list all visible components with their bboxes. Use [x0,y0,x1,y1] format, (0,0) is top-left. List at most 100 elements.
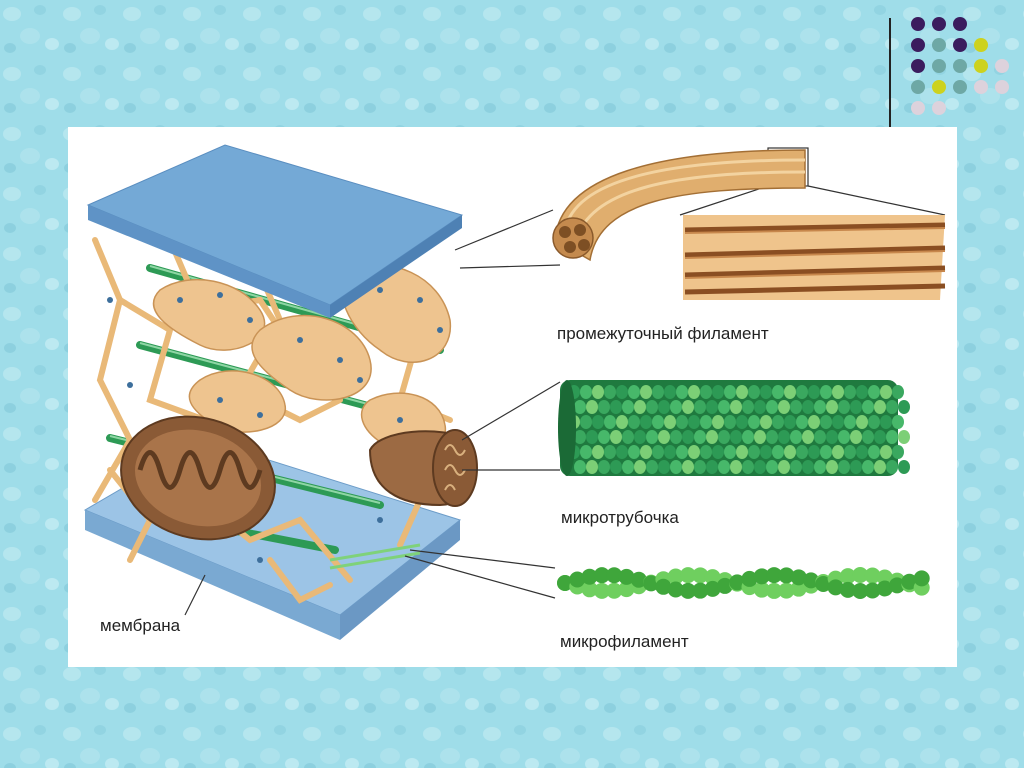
microtubule-subunit [580,415,592,429]
microtubule-subunit [832,415,844,429]
microtubule-subunit [886,460,898,474]
microtubule-subunit [766,460,778,474]
microtubule-subunit [634,430,646,444]
microfilament-bead [889,577,906,594]
microtubule-subunit [628,445,640,459]
microtubule-subunit [616,415,628,429]
microtubule-subunit [700,385,712,399]
microtubule-subunit [604,415,616,429]
corner-dot [995,59,1009,73]
microtubule-subunit [574,400,586,414]
microtubule-subunit [766,400,778,414]
microtubule-subunit [622,430,634,444]
label-intermediate-filament: промежуточный филамент [557,324,769,343]
microfilament-bead [766,567,783,584]
microtubule-subunit [676,445,688,459]
microfilament-bead [581,581,598,598]
microtubule-subunit [850,430,862,444]
microtubule-subunit [610,460,622,474]
microfilament-bead [913,570,930,587]
microtubule-subunit [640,385,652,399]
microtubule-subunit [796,385,808,399]
microtubule-subunit [790,400,802,414]
microtubule-subunit [640,445,652,459]
label-membrane: мембрана [100,616,181,635]
corner-dot [974,80,988,94]
microfilament-chain [557,567,930,599]
microtubule-subunit [808,385,820,399]
microtubule-subunit [664,385,676,399]
microtubule-subunit [748,385,760,399]
microtubule-subunit [748,415,760,429]
corner-dot [953,17,967,31]
microtubule-subunit [592,385,604,399]
microtubule-subunit [658,400,670,414]
microtubule-subunit [688,445,700,459]
microtubule-subunit [604,385,616,399]
microtubule-subunit [856,445,868,459]
microfilament-bead [790,569,807,586]
microtubule-subunit [790,460,802,474]
microtubule-subunit [844,415,856,429]
corner-dot [953,80,967,94]
microfilament-bead [692,582,709,599]
microtubule-subunit [754,400,766,414]
corner-dot [911,38,925,52]
mitochondrion-right [368,429,478,507]
microtubule-subunit [844,385,856,399]
microfilament-bead [839,568,856,585]
microtubule-subunit [598,460,610,474]
microtubule-cylinder [558,380,910,476]
microfilament-bead [593,567,610,584]
microtubule-subunit [748,445,760,459]
microtubule-subunit [634,400,646,414]
microtubule-subunit [886,430,898,444]
microtubule-subunit [700,445,712,459]
microfilament-bead [827,579,844,596]
microtubule-subunit [850,460,862,474]
microfilament-bead [778,567,795,584]
microtubule-subunit [820,445,832,459]
microtubule-subunit [826,400,838,414]
microtubule-subunit [832,385,844,399]
microtubule-subunit [772,445,784,459]
microtubule-subunit [880,445,892,459]
microtubule-subunit [586,460,598,474]
microfilament-bead [569,571,586,588]
label-microtubule: микротрубочка [561,508,679,527]
microfilament-bead [741,570,758,587]
microtubule-subunit [802,460,814,474]
microtubule-subunit [664,415,676,429]
microtubule-subunit [724,415,736,429]
microtubule-subunit [706,430,718,444]
microtubule-subunit [892,445,904,459]
microtubule-subunit [592,415,604,429]
microtubule-subunit [838,430,850,444]
microtubule-subunit [838,460,850,474]
microtubule-subunit [856,385,868,399]
microtubule-subunit [874,430,886,444]
microtubule-subunit [646,430,658,444]
microtubule-subunit [784,385,796,399]
corner-dot [932,101,946,115]
corner-dot [932,38,946,52]
microtubule-subunit [724,385,736,399]
microtubule-subunit [742,460,754,474]
microtubule-subunit [754,460,766,474]
microtubule-subunit [844,445,856,459]
microtubule-subunit [868,415,880,429]
microfilament-bead [839,581,856,598]
microfilament-bead [680,582,696,599]
microfilament-bead [630,571,647,588]
microtubule-subunit [826,460,838,474]
microfilament-bead [581,568,598,585]
corner-dot [995,80,1009,94]
microtubule-subunit [610,430,622,444]
microtubule-subunit [676,385,688,399]
microfilament-bead [618,568,635,585]
microtubule-subunit [868,385,880,399]
microtubule-subunit [862,400,874,414]
microtubule-subunit [850,400,862,414]
microtubule-subunit [694,460,706,474]
